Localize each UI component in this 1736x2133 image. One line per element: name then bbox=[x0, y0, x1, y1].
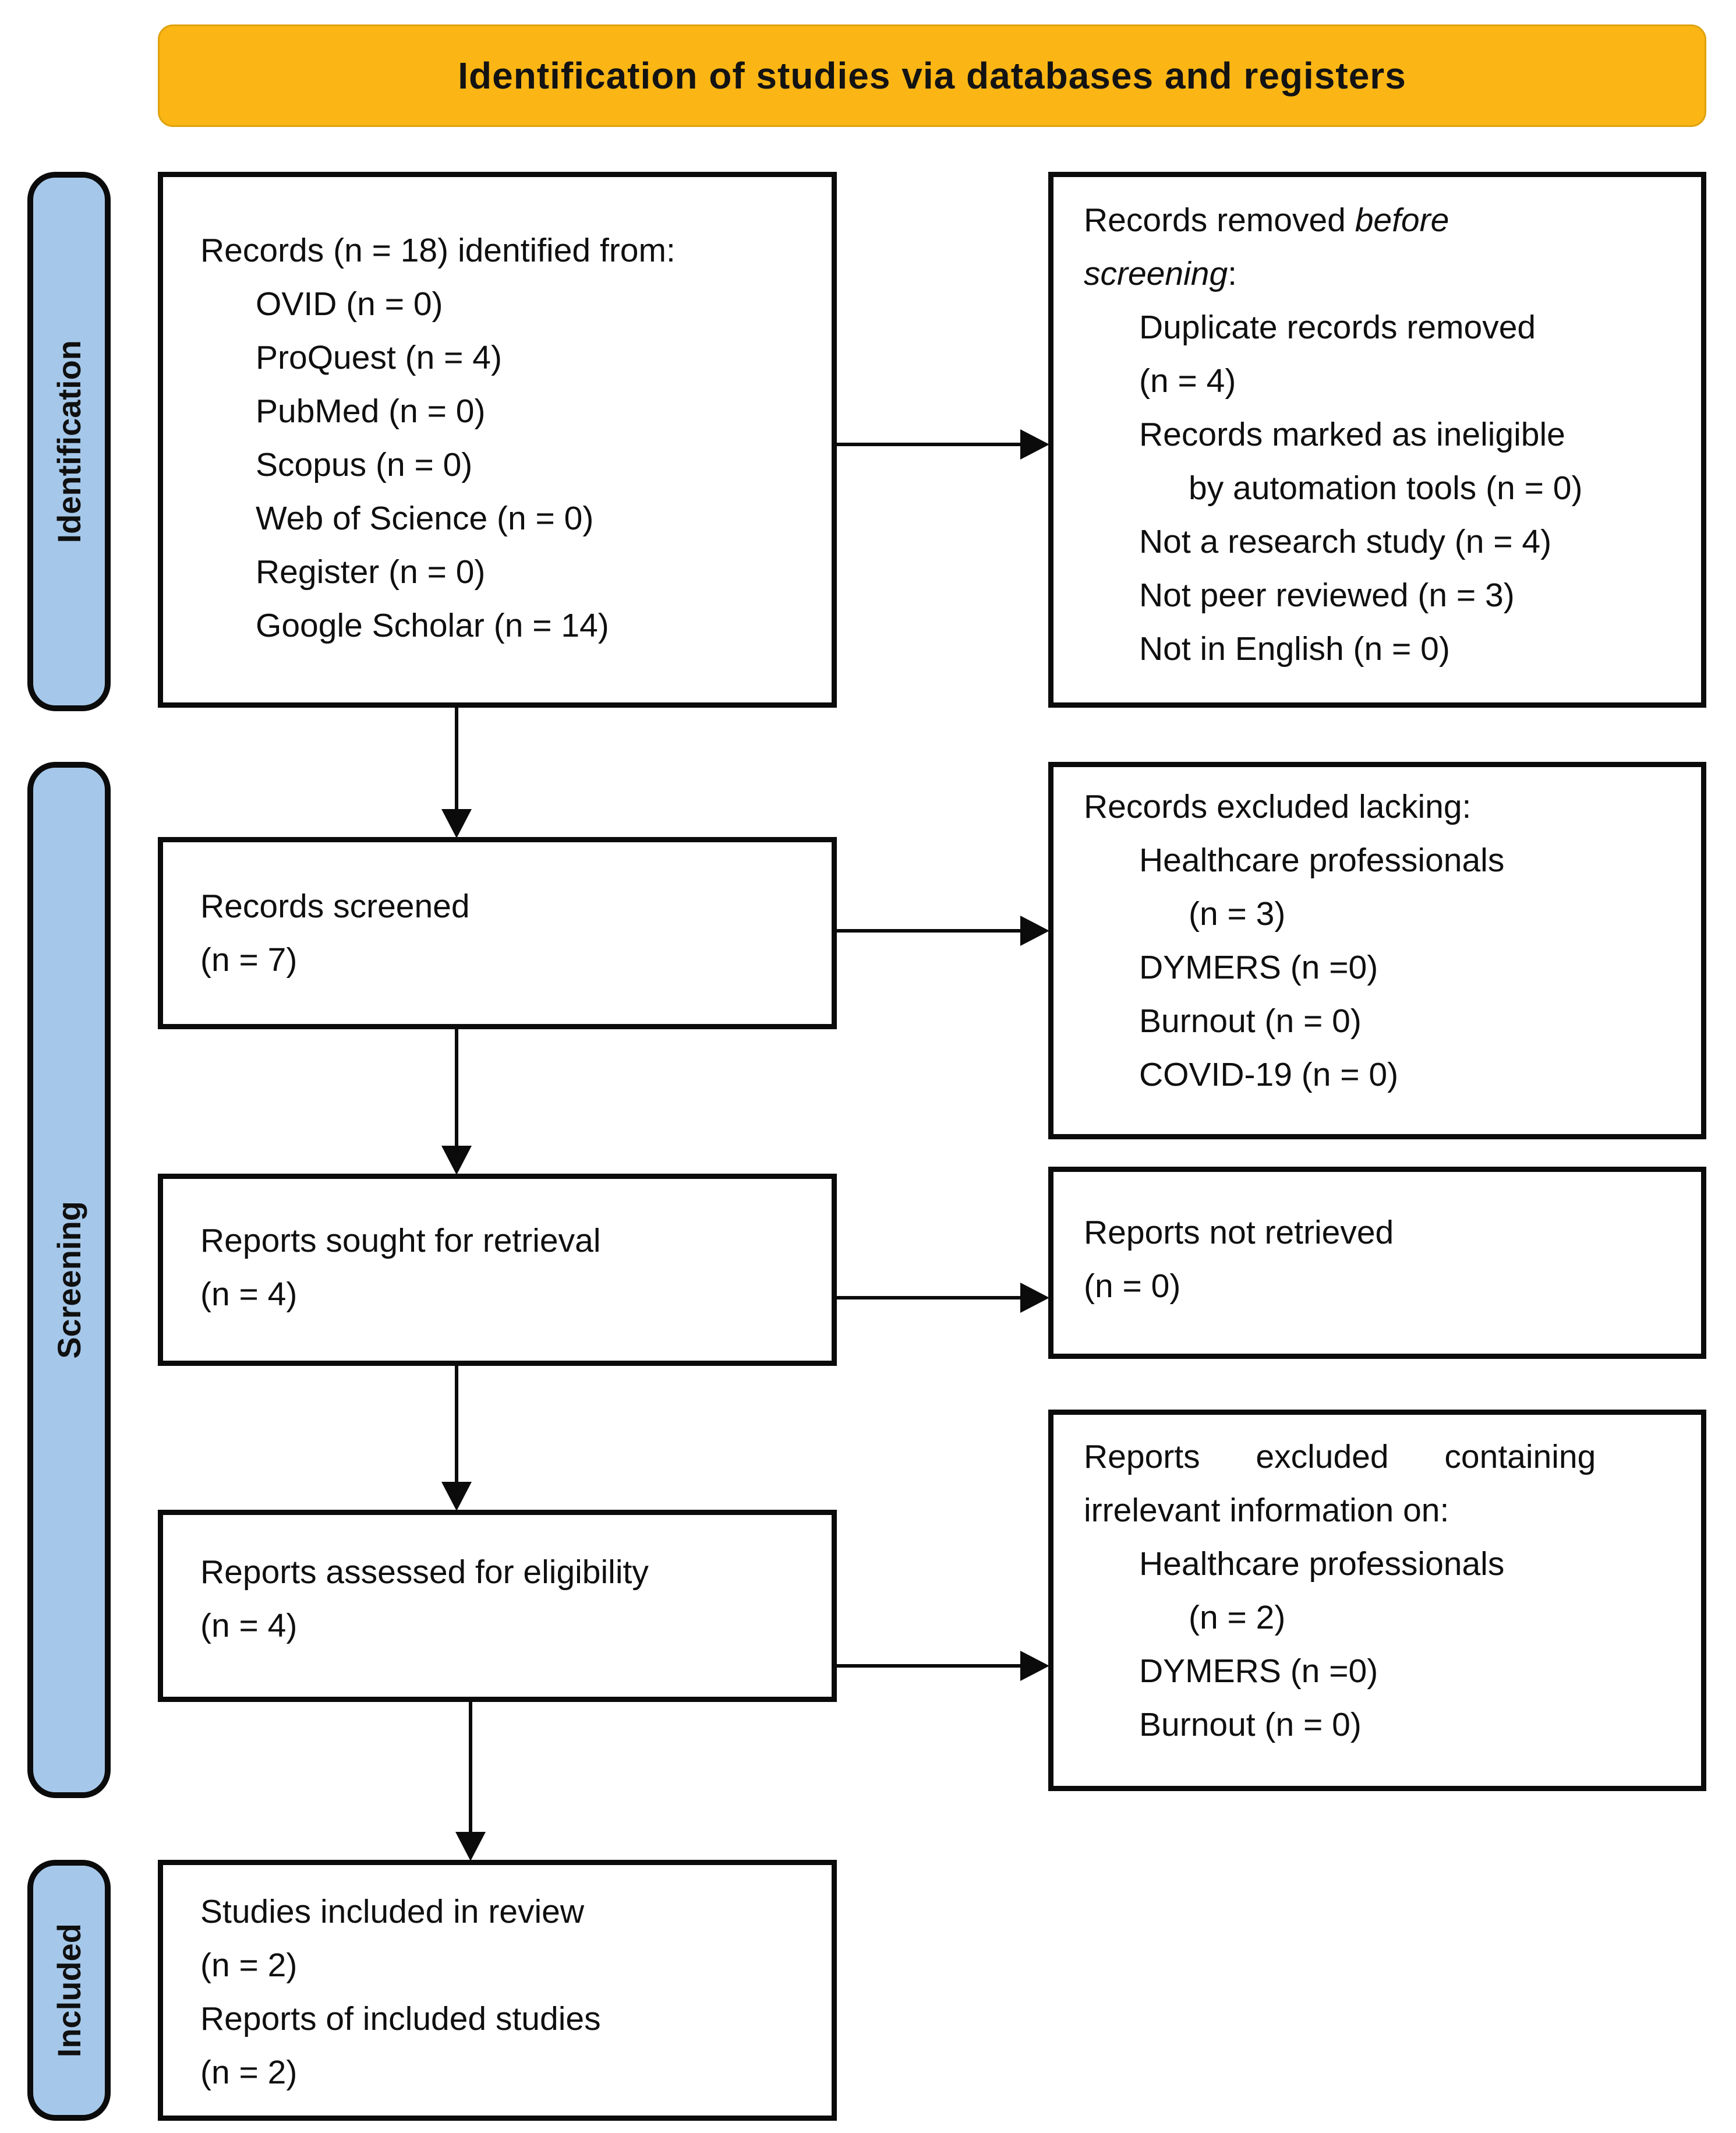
stage-included-label: Included bbox=[51, 1923, 87, 2058]
box-text-line: Records marked as ineligible bbox=[1139, 416, 1565, 453]
stage-screening-label: Screening bbox=[51, 1201, 87, 1359]
box-records-removed-before-screening: Records removed before screening: Duplicat… bbox=[1048, 172, 1706, 708]
box-text-line: PubMed (n = 0) bbox=[256, 393, 486, 430]
box-text-line: (n = 3) bbox=[1189, 895, 1286, 933]
box-text-line: Reports assessed for eligibility bbox=[200, 1553, 649, 1591]
box-text-line: (n = 4) bbox=[200, 1276, 298, 1313]
box-text-line: Records removed before bbox=[1084, 202, 1449, 239]
box-text-line: Records excluded lacking: bbox=[1084, 788, 1472, 825]
box-text-line: DYMERS (n =0) bbox=[1139, 949, 1378, 986]
box-text-line: DYMERS (n =0) bbox=[1139, 1652, 1378, 1690]
box-records-excluded-lacking: Records excluded lacking: Healthcare prof… bbox=[1048, 762, 1706, 1139]
arrow-screened-to-excluded-head-icon bbox=[1020, 916, 1049, 946]
box-text-line: irrelevant information on: bbox=[1084, 1492, 1449, 1529]
arrow-identified-to-removed-head-icon bbox=[1020, 429, 1049, 460]
stage-screening: Screening bbox=[27, 762, 111, 1798]
arrow-sought-to-not-retrieved-head-icon bbox=[1020, 1283, 1049, 1313]
arrow-assessed-to-included-line bbox=[469, 1702, 472, 1834]
box-text-line: Not peer reviewed (n = 3) bbox=[1139, 577, 1515, 614]
box-reports-not-retrieved: Reports not retrieved (n = 0) bbox=[1048, 1167, 1706, 1359]
box-text-line: (n = 2) bbox=[200, 1947, 298, 1984]
arrow-assessed-to-excluded-line bbox=[837, 1664, 1023, 1668]
arrow-assessed-to-included-head-icon bbox=[455, 1832, 486, 1861]
box-text-line: by automation tools (n = 0) bbox=[1189, 469, 1583, 507]
arrow-identified-to-screened-head-icon bbox=[441, 809, 472, 838]
banner: Identification of studies via databases … bbox=[158, 24, 1706, 127]
arrow-identified-to-removed-line bbox=[837, 443, 1023, 446]
stage-included: Included bbox=[27, 1860, 111, 2121]
arrow-screened-to-excluded-line bbox=[837, 929, 1023, 933]
box-text-line: Records screened bbox=[200, 888, 470, 925]
box-text-line: Scopus (n = 0) bbox=[256, 446, 473, 483]
arrow-sought-to-not-retrieved-line bbox=[837, 1296, 1023, 1299]
box-text-line: Reports sought for retrieval bbox=[200, 1222, 601, 1259]
box-text-line: COVID-19 (n = 0) bbox=[1139, 1056, 1399, 1093]
box-text-line: Reports of included studies bbox=[200, 2000, 601, 2037]
box-text-line: ProQuest (n = 4) bbox=[256, 339, 502, 376]
box-reports-assessed-for-eligibility: Reports assessed for eligibility (n = 4) bbox=[158, 1510, 837, 1702]
box-text-line: Web of Science (n = 0) bbox=[256, 500, 594, 537]
box-text-line: screening: bbox=[1084, 255, 1237, 292]
diagram-title: Identification of studies via databases … bbox=[458, 55, 1406, 97]
box-text-line: Not a research study (n = 4) bbox=[1139, 523, 1552, 560]
box-text-line: (n = 2) bbox=[200, 2054, 298, 2091]
arrow-sought-to-assessed-line bbox=[455, 1366, 458, 1484]
box-text-line: Records (n = 18) identified from: bbox=[200, 232, 676, 269]
stage-identification: Identification bbox=[27, 172, 111, 711]
arrow-assessed-to-excluded-head-icon bbox=[1020, 1651, 1049, 1681]
box-studies-included: Studies included in review (n = 2) Reports… bbox=[158, 1860, 837, 2121]
box-records-screened: Records screened (n = 7) bbox=[158, 837, 837, 1029]
box-text-line: (n = 2) bbox=[1189, 1599, 1286, 1636]
box-text-line: (n = 0) bbox=[1084, 1267, 1181, 1305]
box-text-line: Reports excluded containing bbox=[1084, 1438, 1596, 1475]
arrow-screened-to-sought-line bbox=[455, 1029, 458, 1148]
box-text-line: Google Scholar (n = 14) bbox=[256, 607, 609, 644]
stage-identification-label: Identification bbox=[51, 340, 87, 543]
box-text-line: (n = 4) bbox=[1139, 362, 1236, 400]
box-text-line: Healthcare professionals bbox=[1139, 1545, 1505, 1583]
box-records-identified: Records (n = 18) identified from: OVID (n… bbox=[158, 172, 837, 708]
box-text-line: Burnout (n = 0) bbox=[1139, 1706, 1362, 1743]
box-text-line: (n = 7) bbox=[200, 941, 298, 979]
arrow-identified-to-screened-line bbox=[455, 708, 458, 811]
arrow-screened-to-sought-head-icon bbox=[441, 1146, 472, 1175]
box-reports-excluded-irrelevant: Reports excluded containing irrelevant in… bbox=[1048, 1410, 1706, 1791]
box-text-line: Duplicate records removed bbox=[1139, 309, 1536, 346]
arrow-sought-to-assessed-head-icon bbox=[441, 1482, 472, 1511]
box-text-line: Not in English (n = 0) bbox=[1139, 630, 1450, 668]
box-text-line: (n = 4) bbox=[200, 1607, 298, 1644]
box-text-line: Healthcare professionals bbox=[1139, 842, 1505, 879]
box-text-line: Burnout (n = 0) bbox=[1139, 1002, 1362, 1040]
box-text-line: Reports not retrieved bbox=[1084, 1214, 1394, 1251]
box-reports-sought-for-retrieval: Reports sought for retrieval (n = 4) bbox=[158, 1174, 837, 1366]
box-text-line: OVID (n = 0) bbox=[256, 285, 443, 323]
box-text-line: Studies included in review bbox=[200, 1893, 585, 1930]
box-text-line: Register (n = 0) bbox=[256, 553, 486, 591]
